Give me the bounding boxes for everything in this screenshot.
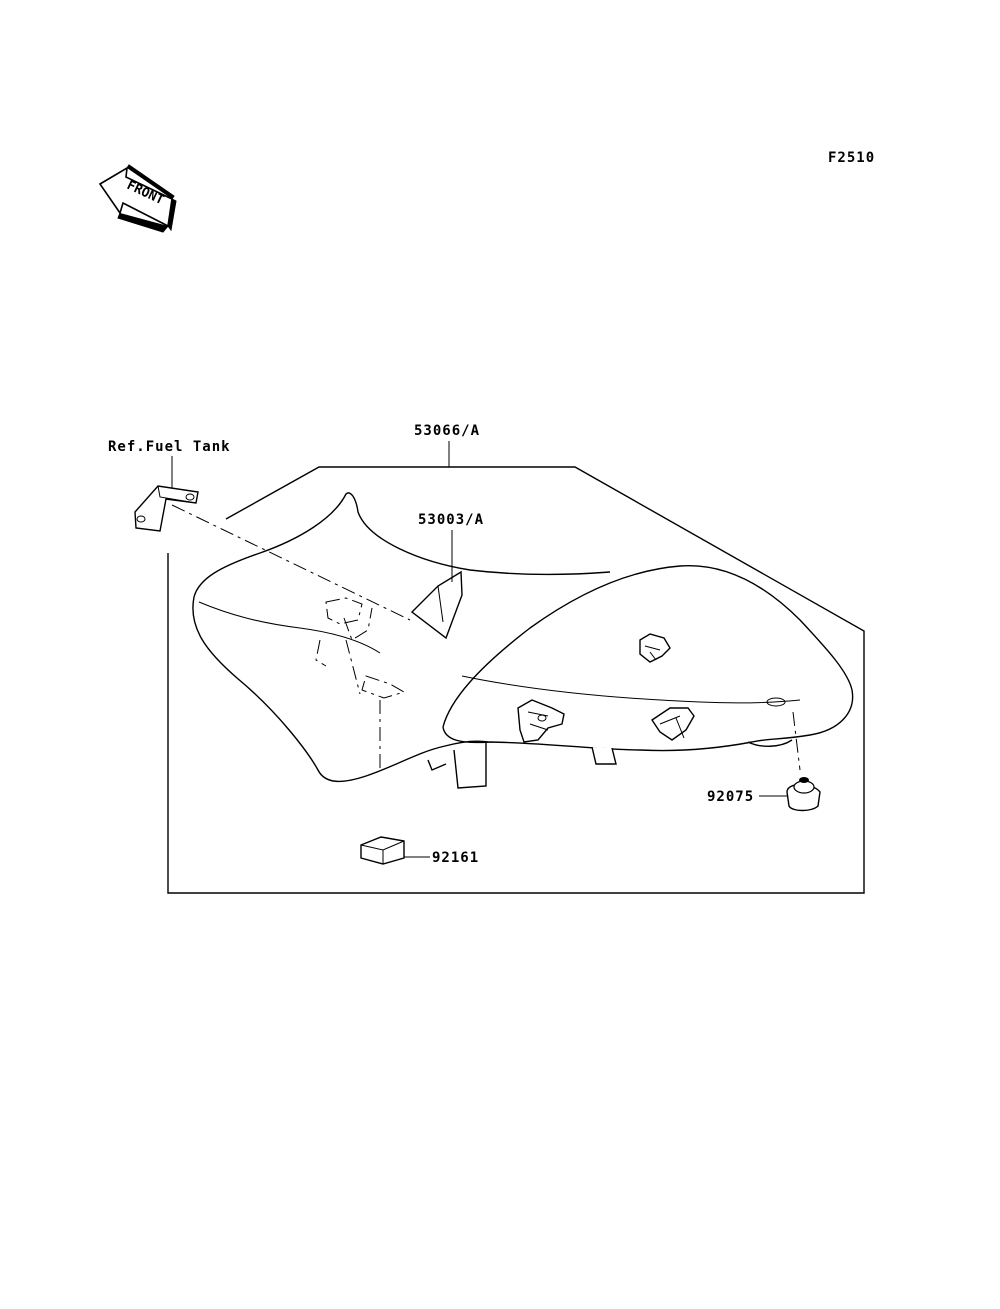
seat-label-patch [410, 570, 463, 640]
part-label-92161: 92161 [432, 850, 479, 866]
part-label-92075: 92075 [707, 789, 754, 805]
part-label-53003: 53003/A [418, 512, 484, 528]
damper-part [360, 836, 405, 865]
grommet-centerline [792, 711, 801, 771]
seat-base-hidden-lines [315, 597, 406, 770]
fuel-tank-bracket [134, 485, 199, 532]
grommet-part [786, 777, 821, 812]
fuel-tank-centerline [171, 504, 411, 621]
front-arrow-icon: FRONT [98, 164, 177, 233]
reference-fuel-tank: Ref.Fuel Tank [108, 439, 231, 455]
seat-hook-rear [651, 707, 695, 741]
seat-hook-front [639, 633, 671, 663]
part-label-53066: 53066/A [414, 423, 480, 439]
assembly-frame [167, 466, 865, 894]
seat-latch-bracket [517, 699, 565, 743]
seat [192, 492, 854, 789]
figure-code: F2510 [828, 150, 875, 166]
